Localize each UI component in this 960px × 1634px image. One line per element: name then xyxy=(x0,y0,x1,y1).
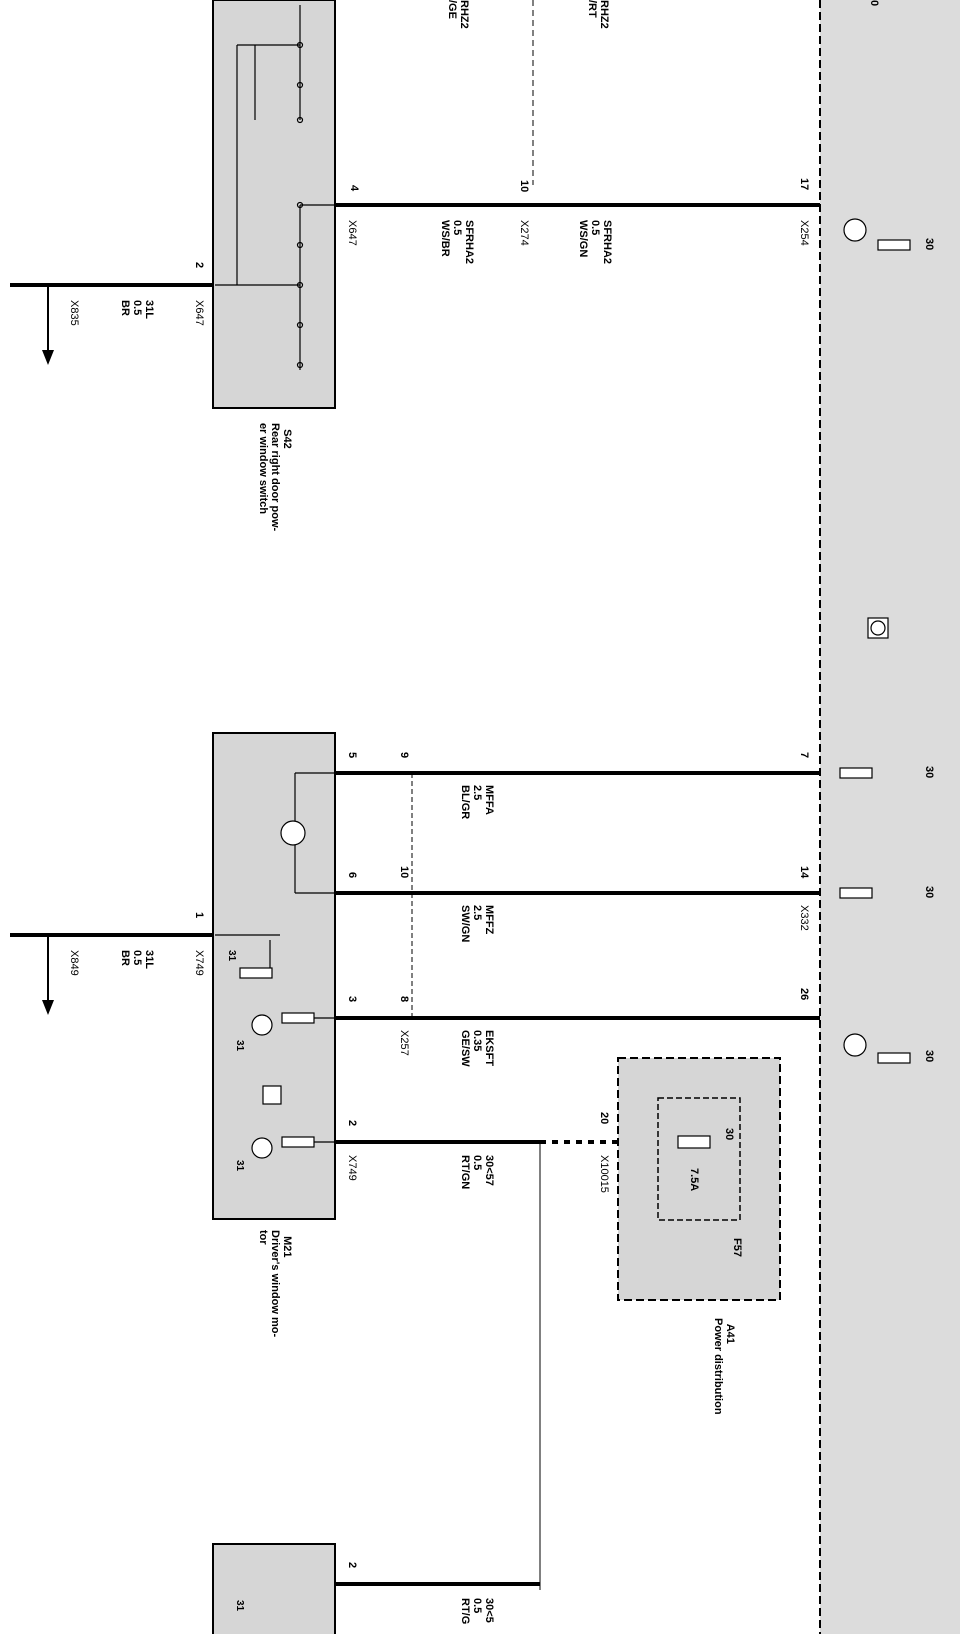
conn-x647b: X647 xyxy=(193,300,205,326)
terminal-30c: 30 xyxy=(923,886,935,899)
pin-1: 1 xyxy=(193,912,205,919)
terminal-31a: 31 xyxy=(226,950,237,962)
conn-x257: X257 xyxy=(398,1030,410,1056)
pin-6: 6 xyxy=(346,872,358,879)
m21-internal xyxy=(215,772,335,1159)
conn-x274: X274 xyxy=(518,220,530,246)
f57-label: F57 xyxy=(731,1238,743,1257)
f57-rating: 7.5A xyxy=(688,1168,700,1192)
pin-10a: 10 xyxy=(518,180,530,193)
control-unit-region xyxy=(820,0,960,1634)
conn-x254: X254 xyxy=(798,220,810,246)
top-wire2: RHZ2/RT xyxy=(586,0,610,29)
conn-x10015: X10015 xyxy=(598,1155,610,1193)
s42-switch-box xyxy=(212,0,336,409)
terminal-31c: 31 xyxy=(234,1160,245,1172)
conn-x647a: X647 xyxy=(346,220,358,246)
pin-8: 8 xyxy=(398,996,410,1003)
pin-10b: 10 xyxy=(398,866,410,879)
pin-14: 14 xyxy=(798,866,810,879)
s42-internal-contacts xyxy=(215,5,335,370)
terminal-30b: 30 xyxy=(923,766,935,779)
partial-bottom-box xyxy=(212,1543,336,1634)
conn-x835: X835 xyxy=(68,300,80,326)
pin-2b: 2 xyxy=(346,1120,358,1127)
pin-9: 9 xyxy=(398,752,410,759)
top-wire1: RHZ2/GE xyxy=(446,0,470,29)
pin-3: 3 xyxy=(346,996,358,1003)
pin-4: 4 xyxy=(348,185,360,192)
terminal-30d: 30 xyxy=(923,1050,935,1063)
f57-terminal: 30 xyxy=(723,1128,735,1141)
terminal-31d: 31 xyxy=(234,1600,245,1612)
pin-5: 5 xyxy=(346,752,358,759)
m21-motor-box xyxy=(212,732,336,1220)
f57-fuse-box xyxy=(657,1097,741,1221)
ground-arrowhead-849 xyxy=(42,1000,54,1015)
f57-fuse xyxy=(677,1135,711,1149)
conn-x749b: X749 xyxy=(346,1155,358,1181)
terminal-30a: 30 xyxy=(923,238,935,251)
pin-2c: 2 xyxy=(346,1562,358,1569)
ecu-drivers xyxy=(839,218,911,1064)
pin-7: 7 xyxy=(798,752,810,759)
pin-top: 0 xyxy=(868,0,880,7)
conn-x332: X332 xyxy=(798,905,810,931)
ground-arrowhead-835 xyxy=(42,350,54,365)
terminal-31b: 31 xyxy=(234,1040,245,1052)
conn-x749a: X749 xyxy=(193,950,205,976)
conn-x849: X849 xyxy=(68,950,80,976)
pin-17: 17 xyxy=(798,178,810,191)
pin-20: 20 xyxy=(598,1112,610,1125)
pin-26: 26 xyxy=(798,988,810,1001)
pin-2a: 2 xyxy=(193,262,205,269)
